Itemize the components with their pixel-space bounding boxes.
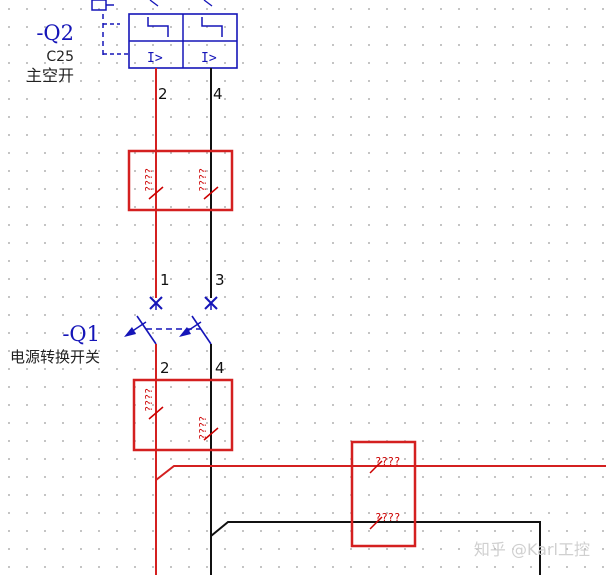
wire-marker-box-2[interactable]: ???? ???? [132,378,234,452]
marker-text: ???? [198,168,209,192]
terminal-q1-2: 2 [160,359,170,377]
marker-text: ???? [375,512,400,524]
switch-q1-description: 电源转换开关 [10,348,100,366]
wire-l-branch [155,465,606,481]
wire-marker-box-3[interactable]: ???? ???? [350,440,417,548]
trip-symbol-pole1: I> [147,51,163,66]
terminal-q2-4: 4 [213,85,223,103]
terminal-q1-4: 4 [215,359,225,377]
breaker-q2-tag: -Q2 [36,21,74,45]
breaker-q2[interactable]: I> I> [91,0,238,69]
marker-text: ???? [144,388,155,412]
switch-q1-tag: -Q1 [62,322,100,346]
marker-text: ???? [198,416,209,440]
wire-marker-box-1[interactable]: ???? ???? [127,149,234,212]
terminal-q1-1: 1 [160,271,170,289]
breaker-q2-description: 主空开 [26,66,74,85]
switch-q1[interactable] [124,296,218,345]
wire-n-branch [210,521,541,575]
arrow-icon [179,327,191,337]
terminal-q2-2: 2 [158,85,168,103]
arrow-icon [124,327,136,337]
marker-text: ???? [144,168,155,192]
breaker-q2-rating: C25 [46,49,74,65]
thermal-element-icon [201,17,223,37]
watermark: 知乎 @Karl工控 [474,540,590,559]
thermal-element-icon [147,17,169,37]
terminal-q1-3: 3 [215,271,225,289]
trip-symbol-pole2: I> [201,51,217,66]
marker-text: ???? [375,456,400,468]
